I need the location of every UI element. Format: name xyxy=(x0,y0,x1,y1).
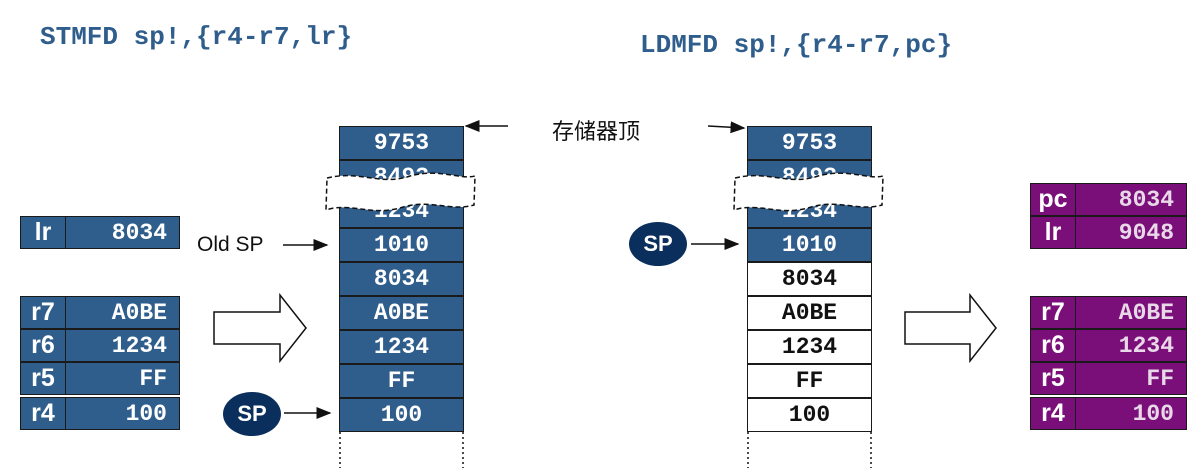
right-stack-cell: 8034 xyxy=(747,262,872,296)
register-value: 9048 xyxy=(1118,219,1174,246)
register-value: FF xyxy=(1146,365,1174,392)
left-stack-cell: A0BE xyxy=(339,296,464,330)
register-name: r6 xyxy=(1031,330,1076,361)
ldmfd-title: LDMFD sp!,{r4-r7,pc} xyxy=(640,30,953,60)
r7-register: r7 A0BE xyxy=(20,296,180,329)
left-stack-cell: 1234 xyxy=(339,330,464,364)
register-name: r5 xyxy=(21,363,66,394)
r5-register: r5 FF xyxy=(1030,362,1187,395)
register-value: A0BE xyxy=(1118,299,1174,326)
pc-register: pc 8034 xyxy=(1030,183,1187,216)
right-stack-cell: FF xyxy=(747,364,872,398)
register-name: r7 xyxy=(21,297,66,328)
register-value: 100 xyxy=(1132,400,1174,427)
left-stack-break xyxy=(325,172,476,212)
register-name: r6 xyxy=(21,330,66,361)
left-stack-cell: 8034 xyxy=(339,262,464,296)
memory-top-label: 存储器顶 xyxy=(552,120,641,145)
right-stack-cell: 9753 xyxy=(747,126,872,160)
register-value: 8034 xyxy=(111,219,167,246)
right-stack-cell: 1010 xyxy=(747,228,872,262)
register-name: lr xyxy=(21,217,66,248)
left-stack-cell: 1010 xyxy=(339,228,464,262)
right-stack-break xyxy=(733,172,884,212)
stmfd-title: STMFD sp!,{r4-r7,lr} xyxy=(40,22,353,52)
left-stack-cell: 100 xyxy=(339,398,464,432)
r7-register: r7 A0BE xyxy=(1030,296,1187,329)
transfer-arrow xyxy=(904,292,997,364)
register-value: FF xyxy=(139,365,167,392)
left-stack-cell: 9753 xyxy=(339,126,464,160)
register-value: 1234 xyxy=(1118,332,1174,359)
register-name: r4 xyxy=(1031,398,1076,429)
register-name: r4 xyxy=(21,398,66,429)
lr-register: lr 9048 xyxy=(1030,216,1187,249)
right-stack-cell: 1234 xyxy=(747,330,872,364)
lr-register: lr 8034 xyxy=(20,216,180,249)
sp-badge: SP xyxy=(629,222,687,266)
register-value: 8034 xyxy=(1118,186,1174,213)
register-name: r5 xyxy=(1031,363,1076,394)
left-stack-cell: FF xyxy=(339,364,464,398)
r4-register: r4 100 xyxy=(1030,397,1187,430)
register-name: pc xyxy=(1031,184,1076,215)
r4-register: r4 100 xyxy=(20,397,180,430)
r6-register: r6 1234 xyxy=(1030,329,1187,362)
register-value: 100 xyxy=(125,400,167,427)
r6-register: r6 1234 xyxy=(20,329,180,362)
register-value: 1234 xyxy=(111,332,167,359)
register-name: lr xyxy=(1031,217,1076,248)
r5-register: r5 FF xyxy=(20,362,180,395)
right-stack-cell: A0BE xyxy=(747,296,872,330)
register-value: A0BE xyxy=(111,299,167,326)
sp-badge: SP xyxy=(223,392,281,436)
memory-top-arrow-right xyxy=(707,121,746,134)
old-sp-label: Old SP xyxy=(197,233,264,256)
right-stack-cell: 100 xyxy=(747,398,872,432)
register-name: r7 xyxy=(1031,297,1076,328)
transfer-arrow xyxy=(213,292,307,364)
